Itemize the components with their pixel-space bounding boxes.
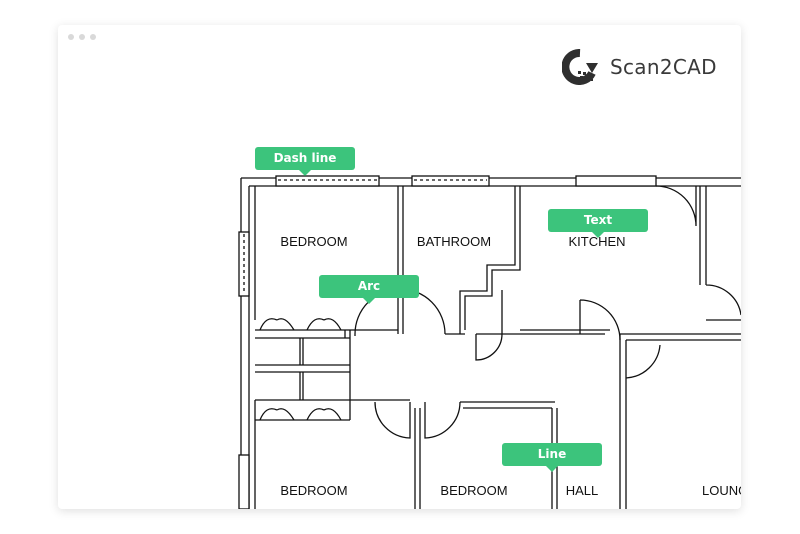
brand-logo: Scan2CAD	[562, 49, 717, 85]
room-label: BEDROOM	[280, 234, 347, 249]
annotation-text: Text	[548, 209, 648, 238]
room-label: KITCHEN	[568, 234, 625, 249]
scan2cad-logo-icon	[562, 49, 598, 85]
annotation-line: Line	[502, 443, 602, 472]
floor-plan: BEDROOM BATHROOM KITCHEN BEDROOM BEDROOM…	[238, 175, 741, 509]
room-label: LOUNGE	[702, 483, 741, 498]
annotation-arc: Arc	[319, 275, 419, 304]
window-dash-line	[275, 175, 380, 187]
room-label: BEDROOM	[440, 483, 507, 498]
room-label: HALL	[566, 483, 599, 498]
annotation-dash-line: Dash line	[255, 147, 355, 176]
room-label: BATHROOM	[417, 234, 491, 249]
window-dot	[90, 34, 96, 40]
room-label: BEDROOM	[280, 483, 347, 498]
brand-name: Scan2CAD	[610, 55, 717, 79]
window-dot	[68, 34, 74, 40]
window-dot	[79, 34, 85, 40]
window-card: Scan2CAD	[58, 25, 741, 509]
